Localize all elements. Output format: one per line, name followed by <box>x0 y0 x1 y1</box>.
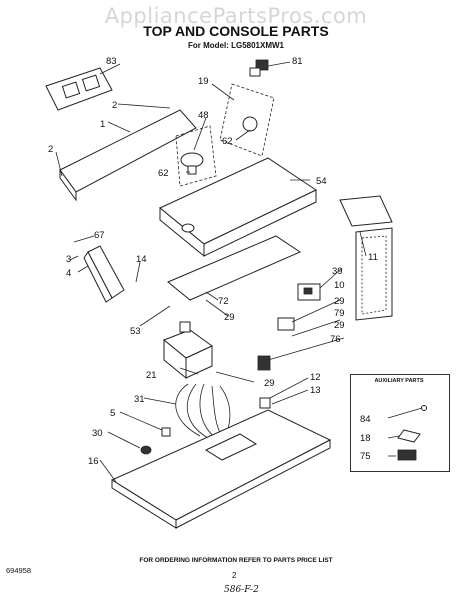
callout: 10 <box>334 280 345 291</box>
callout: 29 <box>224 312 235 323</box>
part-16-top-panel <box>110 409 332 529</box>
callout: 54 <box>316 176 327 187</box>
part-1-console-panel <box>59 109 197 202</box>
part-54-console-frame <box>159 157 318 258</box>
callout: 83 <box>106 56 117 67</box>
callout: 48 <box>198 110 209 121</box>
part-76-relay <box>257 355 271 371</box>
part-83-panel-frame <box>45 67 113 111</box>
callout: 14 <box>136 254 147 265</box>
aux-part-18-icon <box>387 429 421 443</box>
callout: 13 <box>310 385 321 396</box>
part-21-timer <box>163 321 213 380</box>
page-title: TOP AND CONSOLE PARTS <box>143 23 329 39</box>
callout: 84 <box>360 414 371 425</box>
callout-labels: 83 2 1 2 19 48 81 62 62 54 67 3 4 14 11 … <box>48 56 378 467</box>
callout: 3 <box>66 254 71 265</box>
part-console-lower-rail <box>167 235 302 301</box>
ordering-note: FOR ORDERING INFORMATION REFER TO PARTS … <box>139 557 333 564</box>
callout: 62 <box>158 168 169 179</box>
part-19-bracket <box>219 83 275 157</box>
callout: 19 <box>198 76 209 87</box>
callout: 5 <box>110 408 115 419</box>
leader-lines <box>55 61 367 483</box>
auxiliary-parts-box <box>350 374 450 472</box>
callout: 29 <box>264 378 275 389</box>
part-11-vent-duct <box>355 227 393 321</box>
aux-part-84-icon <box>387 405 427 419</box>
auxiliary-parts-title: AUXILIARY PARTS <box>374 378 424 384</box>
part-11-vent-cover <box>339 195 393 227</box>
part-12-13-switch-parts <box>259 397 271 409</box>
callout: 62 <box>222 136 233 147</box>
callout: 72 <box>218 296 229 307</box>
callout: 2 <box>112 100 117 111</box>
callout: 1 <box>100 119 105 130</box>
callout: 31 <box>134 394 145 405</box>
callout: 29 <box>334 296 345 307</box>
callout: 67 <box>94 230 105 241</box>
callout: 11 <box>368 252 378 263</box>
callout: 81 <box>292 56 303 67</box>
part-4-side-bracket <box>83 245 125 303</box>
part-79-switch <box>277 317 295 331</box>
part-48-knob <box>175 125 217 187</box>
part-31-wire-harness <box>175 383 231 439</box>
callout: 76 <box>330 334 341 345</box>
callout: 29 <box>334 320 345 331</box>
callout: 4 <box>66 268 71 279</box>
page-number: 2 <box>232 571 237 580</box>
document-number: 694958 <box>6 566 32 575</box>
callout: 79 <box>334 308 345 319</box>
callout: 12 <box>310 372 321 383</box>
callout: 53 <box>130 326 141 337</box>
callout: 39 <box>332 266 343 277</box>
callout: 75 <box>360 451 371 462</box>
callout: 2 <box>48 144 53 155</box>
callout: 18 <box>360 433 371 444</box>
callout: 30 <box>92 428 103 439</box>
callout: 16 <box>88 456 99 467</box>
part-30-bumper <box>140 445 152 455</box>
callout: 21 <box>146 370 157 381</box>
watermark: AppliancePartsPros.com <box>104 4 368 28</box>
part-81-knob <box>249 59 269 77</box>
model-subtitle: For Model: LG5801XMW1 <box>187 41 284 50</box>
part-10-switch <box>297 283 321 301</box>
part-5-clip <box>161 427 171 437</box>
aux-part-75-icon <box>388 449 417 461</box>
handwritten-note: 586-F-2 <box>224 585 259 595</box>
